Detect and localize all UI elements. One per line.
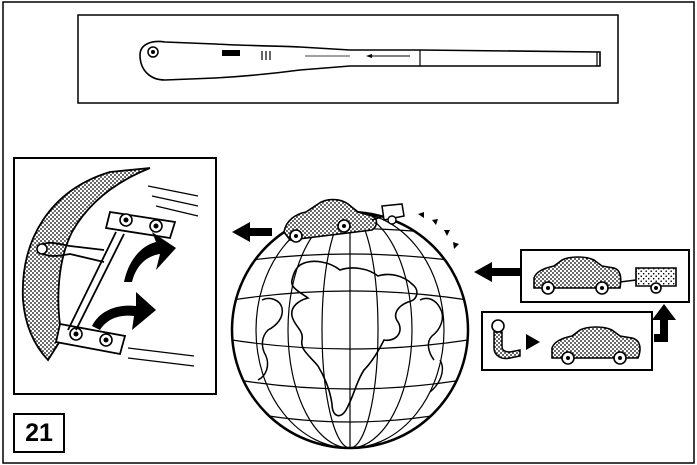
tow-hitch-ball-icon (491, 319, 521, 360)
torque-wrench-icon (139, 40, 601, 81)
wheel-detail-panel (13, 157, 217, 395)
arrow-icon (474, 262, 520, 282)
wheel-hub-bolts-icon (21, 167, 199, 367)
torque-wrench-panel (77, 14, 619, 104)
car-with-trailer-icon (533, 256, 677, 295)
arrow-icon (526, 334, 540, 350)
car-icon (551, 326, 641, 365)
arrow-icon (652, 304, 676, 342)
car-trailer-panel (520, 249, 690, 303)
hitch-car-panel (481, 311, 653, 371)
arrow-icon (232, 222, 272, 242)
figure-number-badge: 21 (13, 413, 65, 453)
globe-icon (230, 210, 470, 450)
car-with-trailer-icon (283, 198, 459, 249)
